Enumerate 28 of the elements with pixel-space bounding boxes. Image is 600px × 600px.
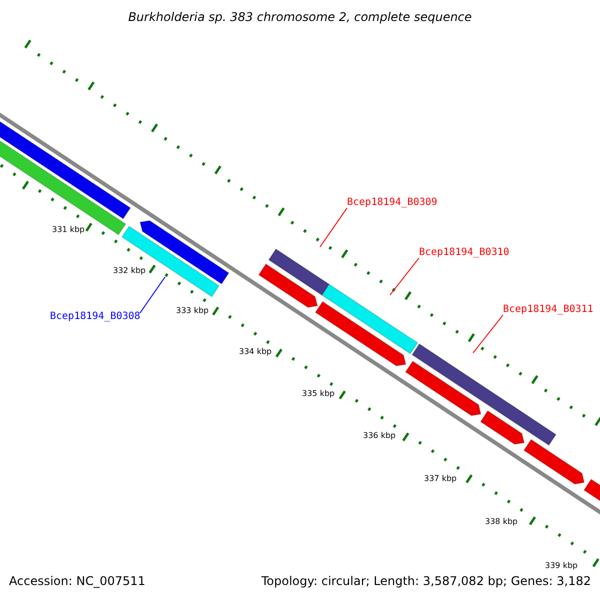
scale-label: 332 kbp [113,266,146,275]
gene-label: Bcep18194_B0310 [419,247,510,258]
scale-label: 335 kbp [302,389,335,398]
title: Burkholderia sp. 383 chromosome 2, complete sequence [127,10,473,24]
scale-label: 336 kbp [363,431,396,440]
gene-bar [314,300,406,366]
scale-label: 338 kbp [485,517,518,526]
gene-label: Bcep18194_B0308 [50,311,140,322]
gene-bar [321,284,418,354]
gene-bar [523,438,585,485]
gene-bar [411,343,557,446]
leader-line [390,258,420,296]
leader-line [140,276,166,314]
gene-bar [258,263,318,308]
leader-line [472,314,504,354]
scale-label: 331 kbp [52,225,85,234]
accession-text: Accession: NC_007511 [9,574,146,588]
scale-label: 339 kbp [545,561,578,570]
gene-label: Bcep18194_B0311 [503,304,594,315]
gene-label: Bcep18194_B0309 [347,197,438,208]
gene-bar [404,360,482,416]
sequence-info-text: Topology: circular; Length: 3,587,082 bp; Genes: 3,182 [261,574,591,588]
gene-bar [268,248,330,296]
scale-label: 337 kbp [424,474,457,483]
leader-line [320,208,348,248]
scale-label: 333 kbp [176,306,209,315]
gene-bar [480,410,525,445]
scale-label: 334 kbp [239,347,272,356]
